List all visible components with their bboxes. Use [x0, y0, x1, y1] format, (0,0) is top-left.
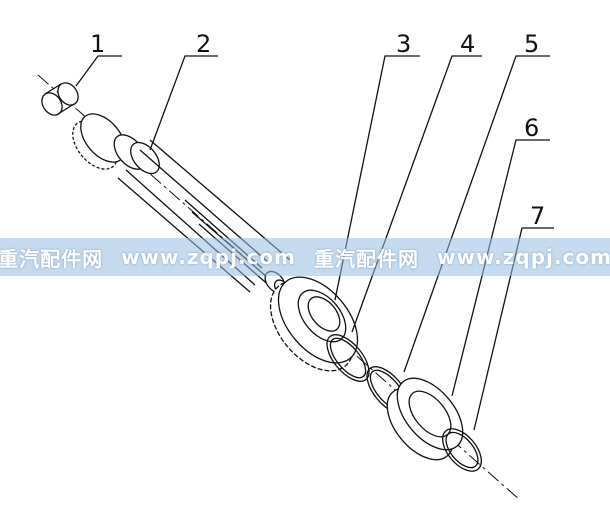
leader-line-5 — [403, 55, 550, 373]
part-3-gear — [269, 276, 359, 372]
callout-3: 3 — [396, 30, 411, 58]
callout-2: 2 — [196, 30, 211, 58]
leader-line-2 — [149, 55, 218, 151]
leader-line-4 — [351, 55, 482, 333]
callout-1: 1 — [90, 30, 105, 58]
part-7-retaining-ring — [442, 428, 482, 472]
callout-6: 6 — [524, 114, 539, 142]
callout-7: 7 — [530, 202, 545, 230]
callout-5: 5 — [524, 30, 539, 58]
watermark-brand: 重汽配件网 — [0, 246, 104, 271]
part-4-snap-ring — [326, 334, 370, 382]
watermark-url-repeat: www.zqpj.com — [437, 245, 610, 269]
leader-line-7 — [473, 227, 554, 431]
leader-line-6 — [451, 139, 550, 397]
watermark-band: 重汽配件网 www.zqpj.com 重汽配件网 www.zqpj.com — [0, 238, 610, 276]
leader-line-3 — [334, 55, 420, 301]
callout-4: 4 — [460, 30, 475, 58]
part-6-bearing — [386, 377, 464, 461]
watermark-url: www.zqpj.com — [121, 245, 296, 269]
watermark-brand-repeat: 重汽配件网 — [314, 246, 419, 271]
part-1-bushing — [41, 82, 79, 116]
leader-line-1 — [75, 55, 122, 87]
